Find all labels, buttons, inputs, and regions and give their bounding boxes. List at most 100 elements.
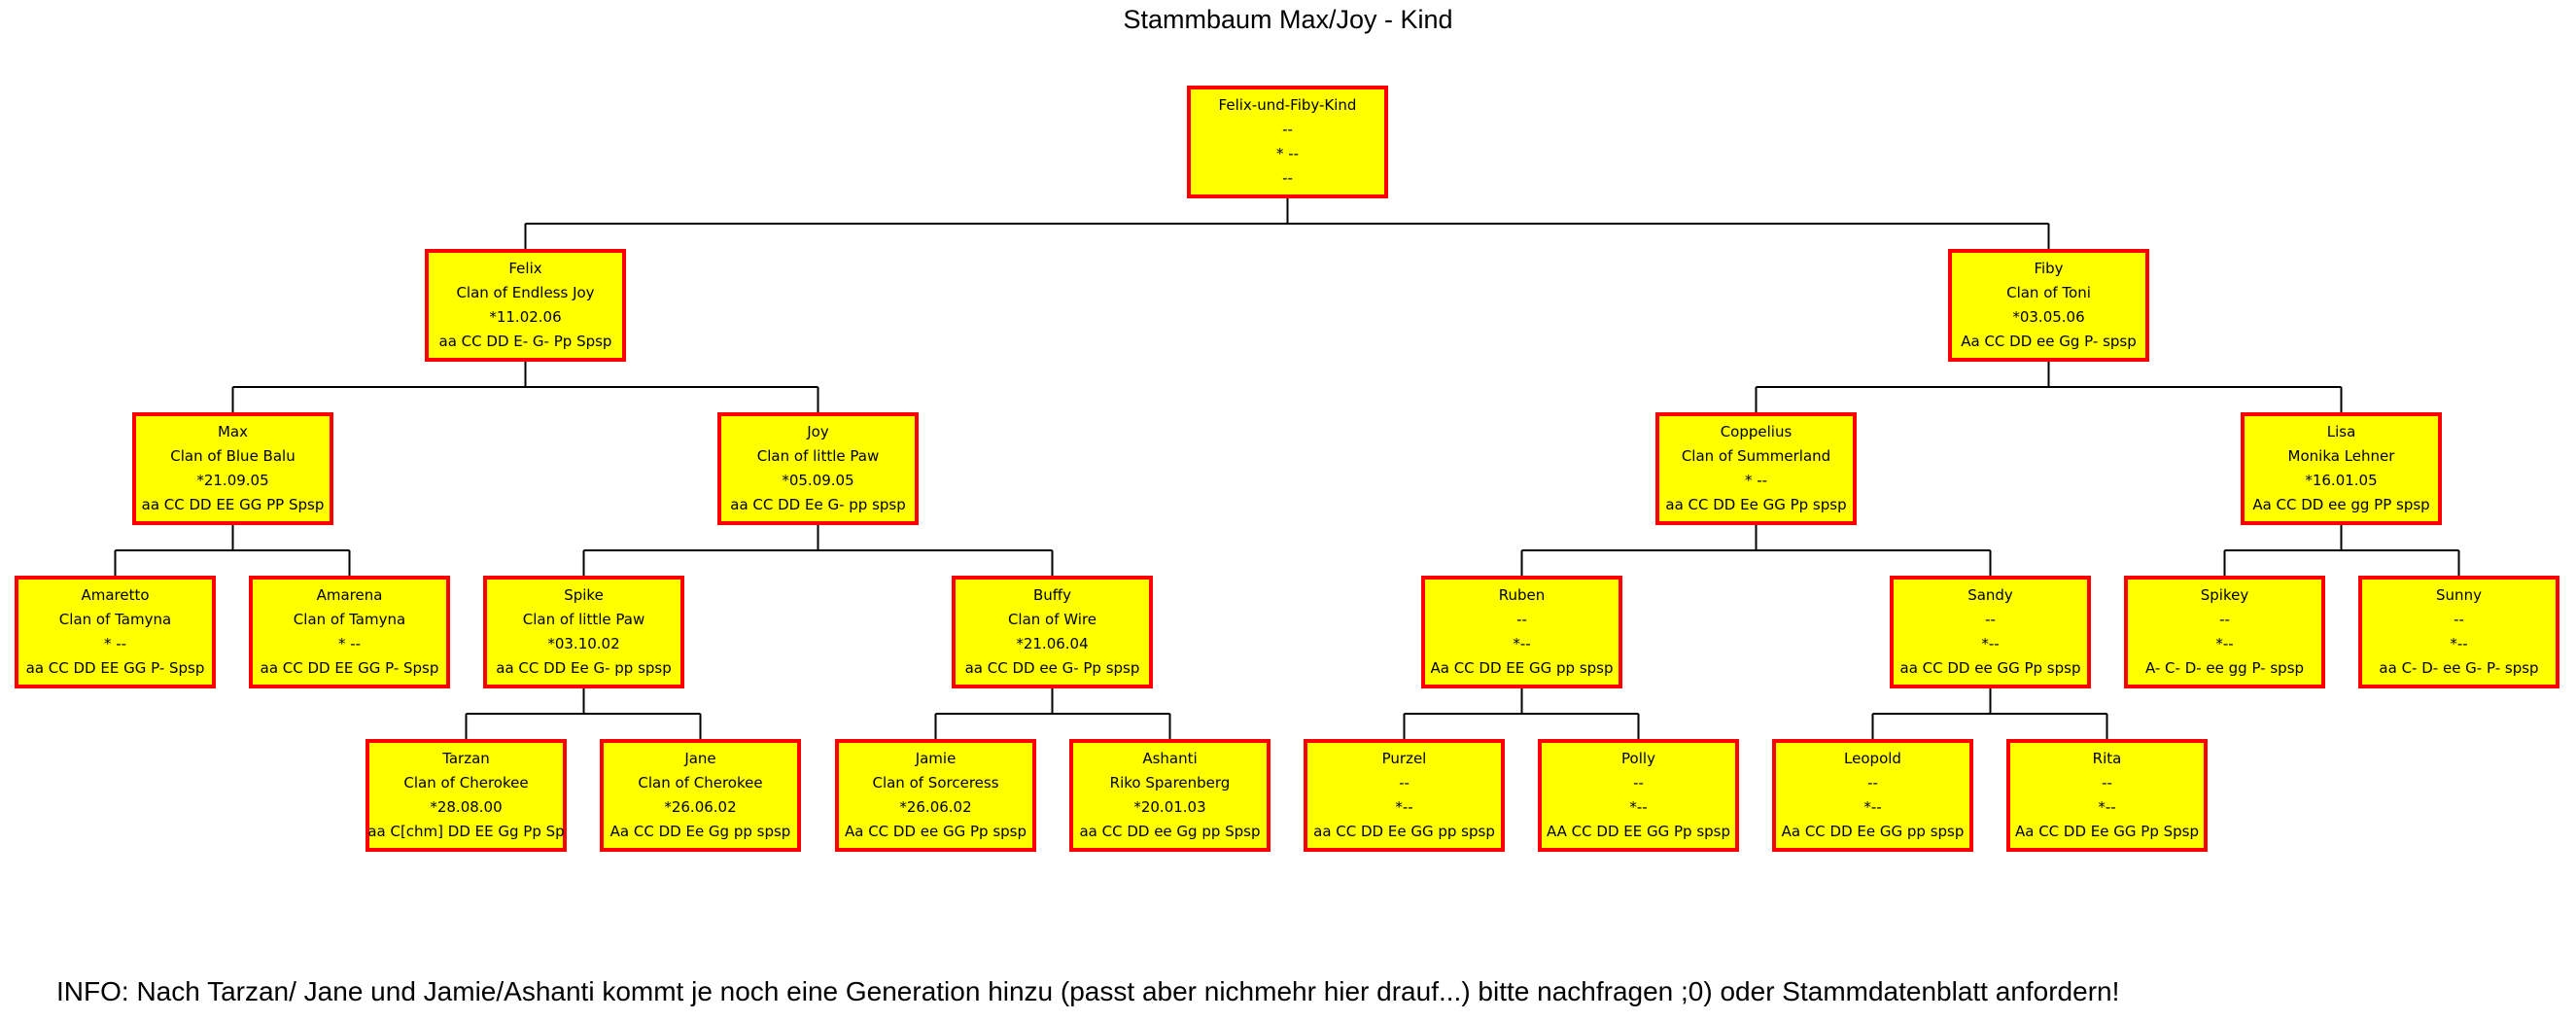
node-birth: *16.01.05: [2305, 472, 2378, 489]
node-name: Fiby: [2034, 260, 2064, 277]
node-owner: Clan of Wire: [1007, 611, 1097, 628]
node-name: Leopold: [1844, 750, 1901, 767]
node-owner: --: [2102, 774, 2112, 792]
node-name: Felix-und-Fiby-Kind: [1218, 96, 1357, 114]
diagram-title: Stammbaum Max/Joy - Kind: [1123, 5, 1453, 34]
node-birth: *05.09.05: [782, 472, 854, 489]
node-owner: Clan of little Paw: [522, 611, 645, 628]
node-birth: * --: [103, 635, 127, 652]
node-genes: aa CC DD EE GG P- Spsp: [25, 659, 205, 677]
node-name: Lisa: [2326, 423, 2356, 440]
node-sandy: Sandy--*--aa CC DD ee GG Pp spsp: [1890, 576, 2091, 688]
node-spikey: Spikey--*--A- C- D- ee gg P- spsp: [2124, 576, 2325, 688]
node-birth: *28.08.00: [430, 798, 503, 816]
node-genes: aa CC DD Ee G- pp spsp: [496, 659, 672, 677]
node-owner: --: [1282, 121, 1293, 138]
node-owner: Clan of Sorceress: [872, 774, 999, 792]
node-birth: *21.06.04: [1016, 635, 1089, 652]
node-owner: Clan of little Paw: [756, 447, 880, 465]
node-owner: Clan of Cherokee: [403, 774, 529, 792]
node-owner: Clan of Summerland: [1681, 447, 1831, 465]
node-birth: *21.09.05: [196, 472, 269, 489]
node-genes: aa CC DD ee GG Pp spsp: [1899, 659, 2081, 677]
node-name: Joy: [807, 423, 829, 440]
node-birth: * --: [337, 635, 362, 652]
node-owner: Riko Sparenberg: [1109, 774, 1231, 792]
node-birth: *--: [2098, 798, 2116, 816]
node-name: Buffy: [1032, 586, 1071, 604]
node-owner: Clan of Endless Joy: [456, 284, 595, 301]
node-genes: aa CC DD ee Gg pp Spsp: [1079, 823, 1261, 840]
node-name: Jamie: [915, 750, 957, 767]
node-name: Max: [217, 423, 248, 440]
node-name: Rita: [2092, 750, 2122, 767]
node-owner: --: [2454, 611, 2464, 628]
node-ruben: Ruben--*--Aa CC DD EE GG pp spsp: [1421, 576, 1622, 688]
node-birth: *03.10.02: [547, 635, 620, 652]
node-genes: aa CC DD Ee G- pp spsp: [730, 496, 906, 513]
node-name: Polly: [1621, 750, 1655, 767]
node-polly: Polly--*--AA CC DD EE GG Pp spsp: [1538, 739, 1739, 852]
node-name: Ashanti: [1142, 750, 1198, 767]
node-birth: *--: [1863, 798, 1882, 816]
node-genes: aa CC DD Ee GG pp spsp: [1313, 823, 1495, 840]
node-birth: * --: [1744, 472, 1768, 489]
node-name: Tarzan: [442, 750, 490, 767]
node-genes: aa CC DD E- G- Pp Spsp: [438, 333, 612, 350]
node-genes: AA CC DD EE GG Pp spsp: [1546, 823, 1731, 840]
node-genes: aa CC DD EE GG P- Spsp: [260, 659, 439, 677]
node-birth: *26.06.02: [899, 798, 972, 816]
node-rita: Rita -- *-- Aa CC DD Ee GG Pp Spsp: [2006, 739, 2208, 852]
node-birth: *03.05.06: [2012, 308, 2085, 326]
node-leopold: Leopold--*--Aa CC DD Ee GG pp spsp: [1772, 739, 1973, 852]
node-birth: *--: [2450, 635, 2468, 652]
node-genes: Aa CC DD ee gg PP spsp: [2252, 496, 2430, 513]
node-owner: Monika Lehner: [2287, 447, 2395, 465]
node-name: Felix: [508, 260, 542, 277]
node-genes: Aa CC DD Ee GG Pp Spsp: [2014, 823, 2199, 840]
node-name: Ruben: [1498, 586, 1546, 604]
node-owner: Clan of Cherokee: [638, 774, 763, 792]
node-birth: *26.06.02: [664, 798, 737, 816]
node-genes: Aa CC DD ee Gg P- spsp: [1961, 333, 2137, 350]
node-owner: --: [1399, 774, 1410, 792]
node-name: Sunny: [2436, 586, 2482, 604]
node-birth: *--: [2215, 635, 2234, 652]
node-owner: Clan of Blue Balu: [170, 447, 296, 465]
node-genes: aa C[chm] DD EE Gg Pp Sp: [367, 823, 565, 840]
node-genes: A- C- D- ee gg P- spsp: [2144, 659, 2305, 677]
node-name: Purzel: [1381, 750, 1427, 767]
node-sunny: Sunny -- *-- aa C- D- ee G- P- spsp: [2358, 576, 2559, 688]
node-name: Amarena: [316, 586, 383, 604]
node-owner: --: [1985, 611, 1996, 628]
node-birth: *11.02.06: [489, 308, 562, 326]
node-owner: --: [2219, 611, 2230, 628]
node-name: Coppelius: [1720, 423, 1793, 440]
node-genes: aa C- D- ee G- P- spsp: [2379, 659, 2539, 677]
info-note: INFO: Nach Tarzan/ Jane und Jamie/Ashant…: [56, 976, 2120, 1006]
node-genes: --: [1282, 169, 1293, 187]
node-genes: aa CC DD Ee GG Pp spsp: [1665, 496, 1847, 513]
node-owner: --: [1633, 774, 1644, 792]
node-name: Jane: [684, 750, 716, 767]
node-genes: aa CC DD EE GG PP Spsp: [141, 496, 325, 513]
node-name: Spike: [564, 586, 604, 604]
node-name: Sandy: [1967, 586, 2013, 604]
node-birth: * --: [1275, 145, 1300, 162]
node-genes: Aa CC DD EE GG pp spsp: [1430, 659, 1614, 677]
node-genes: Aa CC DD Ee Gg pp spsp: [609, 823, 791, 840]
